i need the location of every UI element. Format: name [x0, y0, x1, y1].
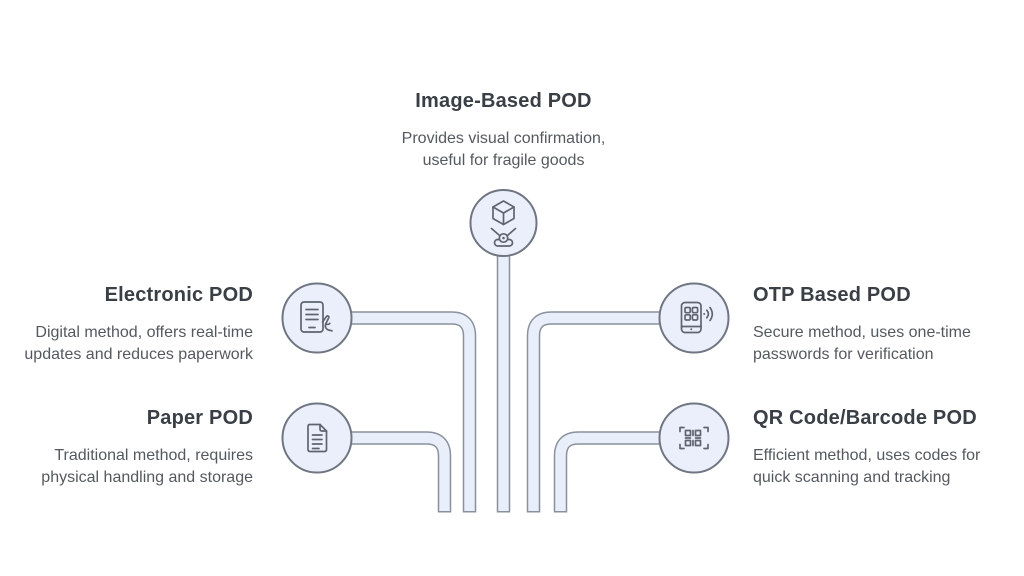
circle-electronic	[281, 282, 353, 354]
node-desc-otp: Secure method, uses one-time passwords f…	[753, 322, 1024, 365]
smartphone-otp-icon	[680, 301, 714, 334]
node-desc-paper: Traditional method, requires physical ha…	[0, 445, 253, 488]
circle-otp	[658, 282, 730, 354]
desc-line-1: Efficient method, uses codes for	[753, 447, 981, 464]
pipe-qr	[553, 431, 672, 513]
node-desc-image-based: Provides visual confirmation, useful for…	[327, 128, 680, 171]
tablet-signature-icon	[300, 301, 333, 333]
node-title-electronic: Electronic POD	[104, 284, 253, 306]
node-paper-text: Paper POD Traditional method, requires p…	[0, 406, 253, 488]
node-qr-text: QR Code/Barcode POD Efficient method, us…	[753, 406, 1024, 488]
node-desc-qr: Efficient method, uses codes for quick s…	[753, 445, 1024, 488]
desc-line-1: Digital method, offers real-time	[35, 324, 253, 341]
node-title-paper: Paper POD	[146, 407, 253, 429]
desc-line-2: updates and reduces paperwork	[24, 345, 253, 363]
paper-document-icon	[307, 423, 328, 453]
connector-pipes	[340, 245, 672, 513]
desc-line-2: physical handling and storage	[41, 468, 253, 486]
package-scan-icon	[490, 200, 517, 247]
circle-paper	[281, 402, 353, 474]
pipe-paper	[340, 431, 452, 513]
desc-line-2: quick scanning and tracking	[753, 468, 951, 486]
desc-line-2: passwords for verification	[753, 345, 934, 363]
qr-code-icon	[679, 426, 709, 450]
desc-line-2: useful for fragile goods	[422, 151, 585, 169]
desc-line-1: Traditional method, requires	[54, 447, 253, 464]
node-image-based-text: Image-Based POD Provides visual confirma…	[327, 89, 680, 171]
node-electronic-text: Electronic POD Digital method, offers re…	[0, 283, 253, 365]
node-title-image-based: Image-Based POD	[415, 90, 592, 112]
node-title-qr: QR Code/Barcode POD	[753, 407, 977, 429]
desc-line-1: Secure method, uses one-time	[753, 324, 971, 341]
node-title-otp: OTP Based POD	[753, 284, 911, 306]
desc-line-1: Provides visual confirmation,	[401, 130, 606, 147]
node-desc-electronic: Digital method, offers real-time updates…	[0, 322, 253, 365]
circle-qr	[658, 402, 730, 474]
node-otp-text: OTP Based POD Secure method, uses one-ti…	[753, 283, 1024, 365]
